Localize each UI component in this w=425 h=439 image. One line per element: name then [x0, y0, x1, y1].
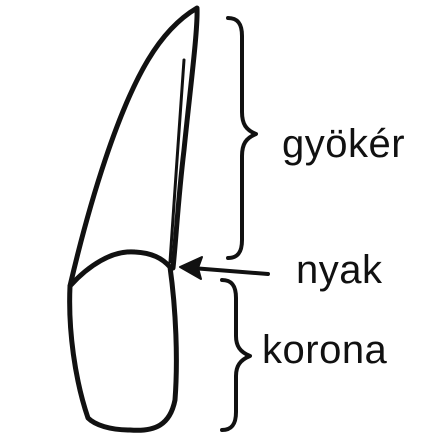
root-label: gyökér — [282, 124, 405, 164]
crown-label: korona — [262, 330, 387, 370]
neck-arrow — [180, 257, 268, 279]
crown-brace — [222, 280, 250, 430]
tooth-crown-outline — [70, 252, 177, 430]
root-brace — [228, 18, 256, 258]
neck-label: nyak — [296, 250, 383, 290]
